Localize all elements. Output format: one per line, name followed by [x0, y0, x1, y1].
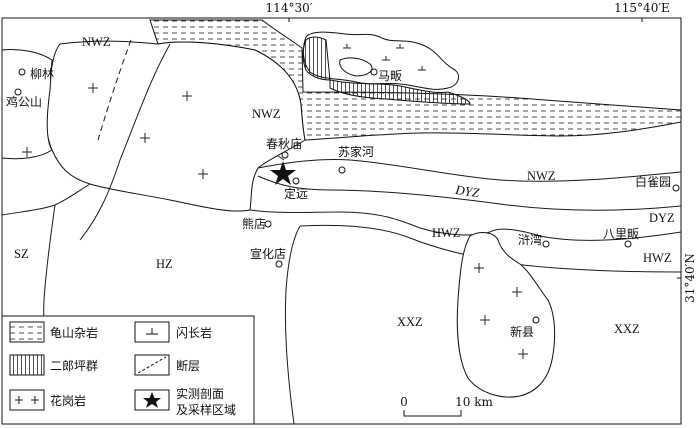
place-dingyuan: 定远 [284, 186, 308, 201]
zone-hwz-2: HWZ [643, 251, 671, 265]
place-xiongdian: 熊店 [242, 216, 266, 231]
zone-dyz-right: DYZ [649, 211, 675, 225]
place-balifan: 八里畈 [603, 227, 639, 241]
place-mafan: 马畈 [378, 69, 402, 83]
minor-line [277, 155, 285, 161]
coord-lon-right: 115°40′E [614, 1, 670, 15]
place-jigongshan: 鸡公山 [6, 94, 42, 109]
section-star-icon [270, 161, 296, 185]
erlangping-unit-a [302, 36, 331, 81]
zone-hz: HZ [156, 257, 173, 271]
legend-label-section-2: 及采样区域 [176, 402, 236, 417]
legend-label-diorite: 闪长岩 [176, 325, 212, 340]
fault-nw-dashed [97, 39, 132, 141]
granite-pluton-xinxian [456, 232, 556, 398]
legend-diorite-symbol [146, 328, 158, 335]
zone-sz: SZ [14, 247, 29, 261]
place-xuanhuadian: 宣化店 [250, 246, 286, 261]
scale-zero: 0 [400, 395, 408, 409]
scale-bar: 0 10 km [400, 395, 493, 417]
place-markers [14, 68, 680, 324]
scale-line [403, 410, 462, 417]
legend-swatch-erlangping [9, 354, 45, 376]
place-baiqueyuan: 白雀园 [635, 174, 671, 189]
legend-label-guishan: 龟山杂岩 [50, 325, 98, 340]
legend-label-granite: 花岗岩 [50, 393, 86, 408]
legend-swatch-granite [9, 389, 45, 411]
zone-nwz-1: NWZ [82, 35, 110, 49]
legend-fault-symbol [137, 356, 167, 374]
diorite-symbols [343, 44, 426, 71]
legend-label-erlangping: 二郎坪群 [50, 359, 98, 373]
zone-xxz-1: XXZ [397, 315, 423, 329]
boundary-hz-xxz [284, 225, 301, 425]
zone-nwz-2: NWZ [252, 107, 280, 121]
legend-star-icon [143, 392, 161, 408]
coord-lat-right: 31°40′N [683, 253, 697, 303]
fault-nw-solid [79, 43, 171, 241]
zone-hwz-1: HWZ [432, 226, 460, 240]
legend-swatch-guishan [9, 321, 45, 343]
place-liulin: 柳林 [30, 67, 54, 81]
diorite-mafan-unit [302, 31, 459, 90]
legend-label-fault: 断层 [176, 358, 200, 373]
zone-nwz-3: NWZ [527, 169, 555, 183]
place-sujiahe: 苏家河 [338, 144, 374, 159]
erlangping-unit-b [329, 79, 471, 105]
dyz-north-boundary [257, 158, 682, 182]
legend-granite-symbol [15, 396, 39, 404]
zone-xxz-2: XXZ [614, 322, 640, 336]
legend-label-section-1: 实测剖面 [176, 386, 224, 401]
hwz-north-boundary [249, 209, 682, 241]
place-xinxian: 新县 [510, 324, 534, 339]
legend: 龟山杂岩 闪长岩 二郎坪群 断层 花岗岩 实测剖面 及采样区域 [1, 315, 255, 425]
zone-dyz-fault: DYZ [453, 182, 480, 200]
dyz-south-boundary [257, 175, 682, 211]
coord-lon-left: 114°30′ [266, 1, 313, 15]
diorite-inner-lens [339, 57, 373, 77]
place-chunqiumiao: 春秋庙 [266, 137, 302, 151]
granite-symbols [22, 83, 528, 359]
place-huwan: 浒湾 [518, 232, 542, 247]
scale-ten-km: 10 km [455, 395, 493, 409]
granite-pluton-jigongshan [1, 49, 53, 160]
